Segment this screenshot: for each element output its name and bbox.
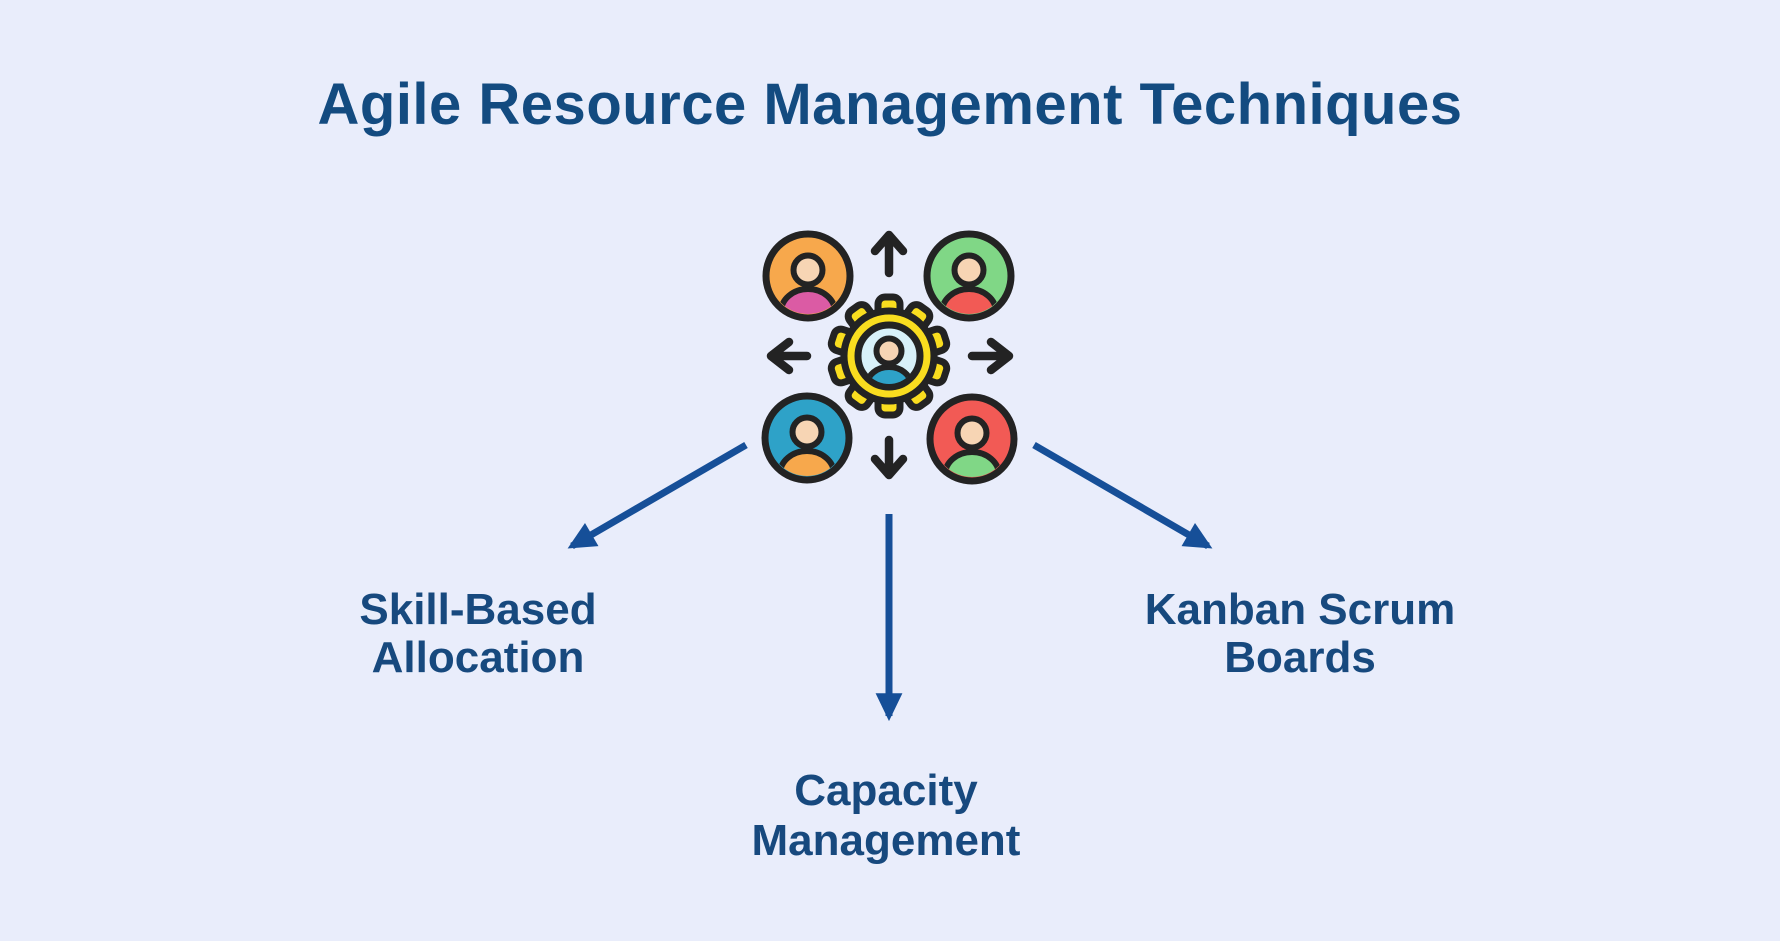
team-resource-allocation-icon	[765, 234, 1014, 498]
connector-arrows	[567, 441, 1213, 722]
person-avatar-top-left	[766, 234, 850, 335]
gear-person-icon	[827, 293, 951, 419]
exchange-arrow-left	[766, 337, 812, 375]
person-avatar-bottom-left	[765, 396, 849, 497]
technique-label-capacity-management: Capacity Management	[666, 766, 1106, 866]
exchange-arrow-down	[870, 435, 908, 480]
bottom-edge-strip	[0, 941, 1780, 944]
technique-label-line: Kanban Scrum	[1144, 585, 1456, 634]
exchange-arrow-up	[870, 230, 908, 278]
technique-label-line: Capacity	[794, 766, 978, 815]
exchange-arrow-right	[967, 337, 1014, 375]
page-title: Agile Resource Management Techniques	[317, 72, 1463, 137]
person-avatar-top-right	[927, 234, 1011, 335]
person-avatar-bottom-right	[930, 397, 1014, 498]
technique-label-line: Management	[751, 816, 1021, 865]
connector-arrow-left	[567, 441, 748, 550]
technique-label-kanban-scrum-boards: Kanban Scrum Boards	[1080, 586, 1520, 682]
technique-label-skill-based-allocation: Skill-Based Allocation	[258, 586, 698, 682]
technique-label-line: Boards	[1224, 633, 1376, 682]
technique-label-line: Skill-Based	[359, 585, 597, 634]
connector-arrow-right	[1032, 441, 1213, 550]
technique-label-line: Allocation	[371, 633, 585, 682]
